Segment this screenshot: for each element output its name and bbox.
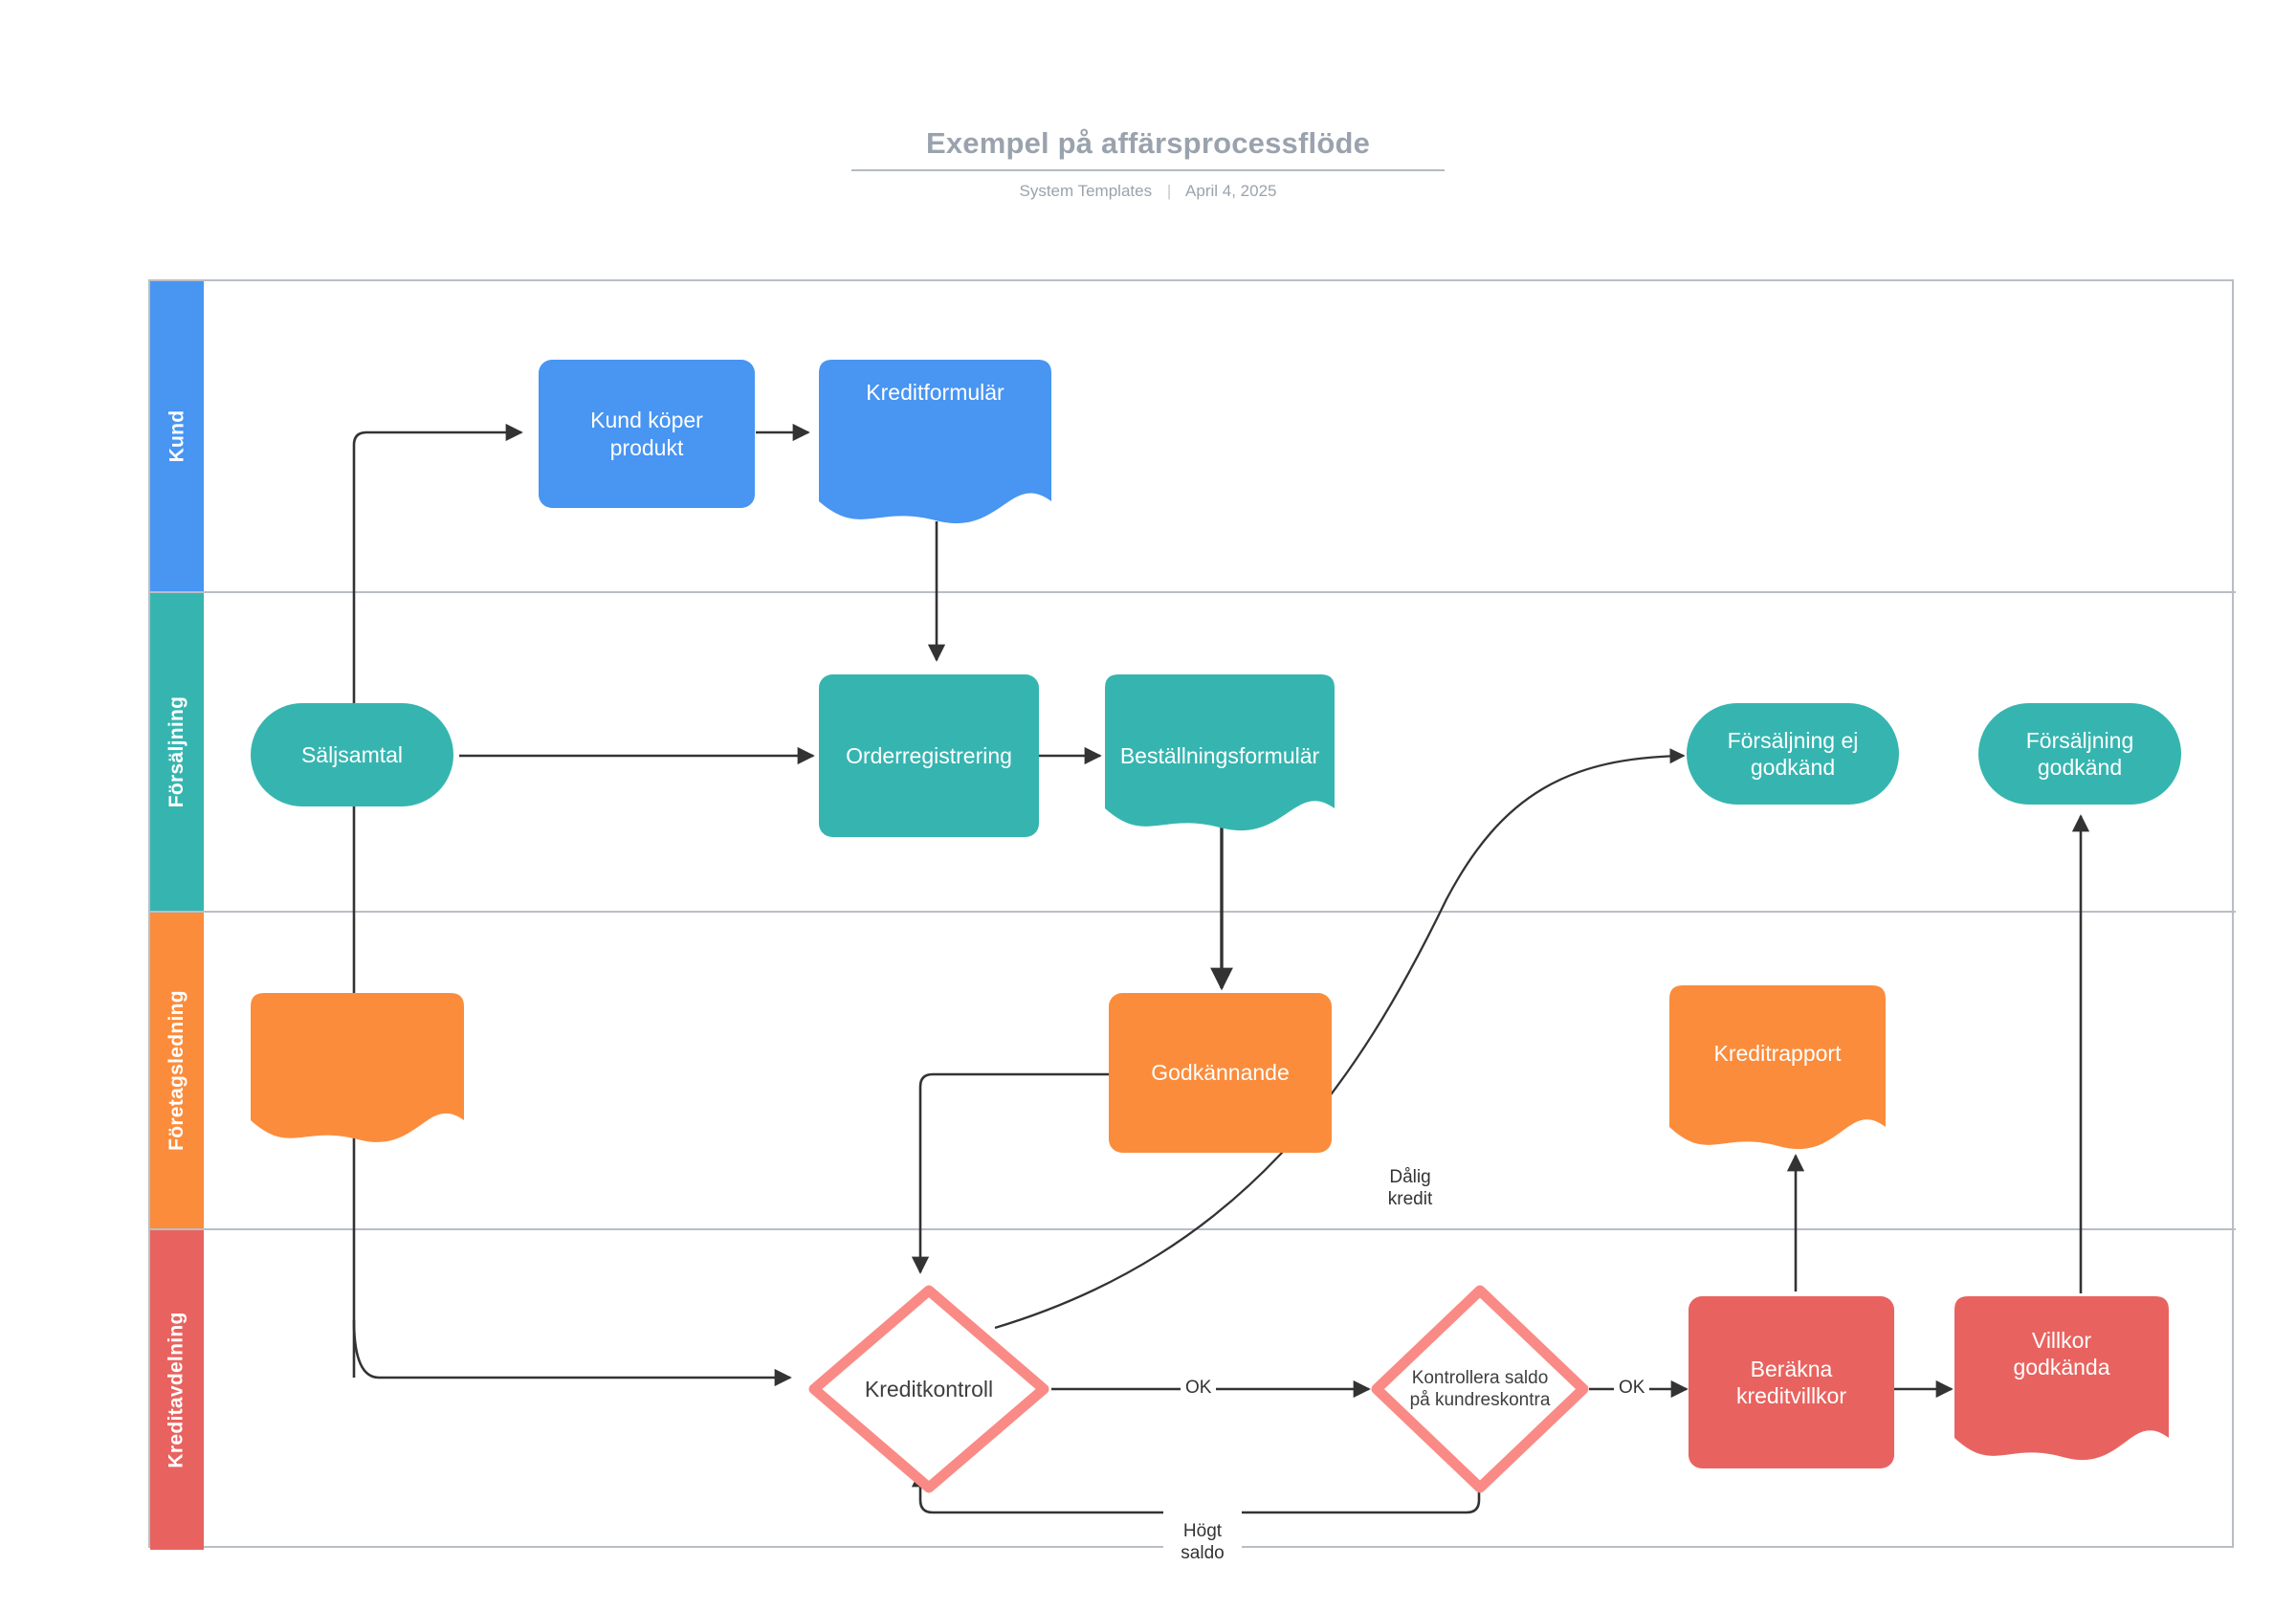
lane-header-forsaljning: Försäljning: [150, 593, 204, 911]
edge-label-ok-2: OK: [1614, 1377, 1650, 1400]
lane-header-foretagsledning: Företagsledning: [150, 913, 204, 1228]
page-title: Exempel på affärsprocessflöde: [850, 126, 1446, 171]
edge-label-text: Högt saldo: [1181, 1521, 1225, 1564]
swimlane-forsaljning: Försäljning: [150, 591, 2236, 911]
node-label: Godkännande: [1151, 1060, 1290, 1086]
lane-label-forsaljning: Försäljning: [166, 695, 188, 808]
edge-label-ok-1: OK: [1181, 1377, 1217, 1400]
node-label: Beställningsformulär: [1119, 742, 1320, 768]
node-label: Orderregistrering: [846, 742, 1012, 768]
lane-label-kreditavdelning: Kreditavdelning: [166, 1312, 188, 1468]
document-header: Exempel på affärsprocessflöde System Tem…: [0, 0, 2296, 201]
node-label: Kontrollera saldo på kundreskontra: [1409, 1367, 1551, 1410]
node-label: Försäljning godkänd: [2025, 727, 2134, 780]
edge-label-hogt-saldo: Högt saldo: [1163, 1498, 1242, 1565]
node-label: Kreditformulär: [866, 380, 1004, 405]
node-kreditkontroll[interactable]: Kreditkontroll: [806, 1282, 1052, 1496]
lane-label-foretagsledning: Företagsledning: [166, 990, 188, 1151]
node-label: Säljsamtal: [300, 741, 404, 767]
document-shape: [1105, 674, 1335, 831]
node-godkannande[interactable]: Godkännande: [1109, 993, 1332, 1153]
edge-label-text: Dålig kredit: [1387, 1167, 1433, 1210]
node-label: Beräkna kreditvillkor: [1735, 1356, 1847, 1408]
document-shape: [1669, 985, 1886, 1150]
document-shape: [1954, 1296, 2169, 1461]
document-shape: [819, 360, 1051, 524]
node-label: Försäljning ej godkänd: [1727, 727, 1859, 780]
node-kreditrapport[interactable]: Kreditrapport: [1669, 985, 1886, 1158]
document-subline: System Templates | April 4, 2025: [0, 182, 2296, 201]
lane-body-kund: [204, 281, 2236, 591]
node-label: Kreditkontroll: [864, 1376, 994, 1401]
lane-header-kund: Kund: [150, 281, 204, 591]
node-forsaljning-ej-godkand[interactable]: Försäljning ej godkänd: [1687, 703, 1899, 805]
node-villkor-godkanda[interactable]: Villkor godkända: [1954, 1296, 2169, 1468]
lane-label-kund: Kund: [165, 409, 188, 463]
node-forsaljning-godkand[interactable]: Försäljning godkänd: [1978, 703, 2181, 805]
edge-label-text: OK: [1619, 1378, 1645, 1398]
edge-label-dalig-kredit: Dålig kredit: [1366, 1144, 1454, 1211]
document-shape: [251, 993, 464, 1142]
source-label: System Templates: [1019, 182, 1153, 200]
diamond-shape: [1371, 1285, 1589, 1493]
swimlane-frame: Kund Försäljning Företagsledning Kredita…: [148, 279, 2236, 1550]
node-label: Kund köper produkt: [590, 408, 703, 460]
diamond-shape: [808, 1285, 1049, 1493]
subline-divider: |: [1166, 182, 1172, 200]
node-kund-koper-produkt[interactable]: Kund köper produkt: [539, 360, 755, 508]
node-tom-dokument[interactable]: [251, 993, 464, 1149]
node-label: Villkor godkända: [2013, 1328, 2110, 1380]
node-bestallningsformular[interactable]: Beställningsformulär: [1105, 674, 1335, 837]
date-label: April 4, 2025: [1185, 182, 1277, 200]
node-berakna-kreditvillkor[interactable]: Beräkna kreditvillkor: [1689, 1296, 1894, 1468]
node-kreditformular[interactable]: Kreditformulär: [819, 360, 1051, 531]
node-saljsamtal[interactable]: Säljsamtal: [251, 703, 453, 806]
swimlane-kund: Kund: [150, 281, 2236, 591]
edge-label-text: OK: [1185, 1378, 1212, 1398]
lane-header-kreditavdelning: Kreditavdelning: [150, 1230, 204, 1550]
node-orderregistrering[interactable]: Orderregistrering: [819, 674, 1039, 837]
node-kontrollera-saldo[interactable]: Kontrollera saldo på kundreskontra: [1368, 1282, 1592, 1496]
node-label: Kreditrapport: [1713, 1041, 1842, 1066]
